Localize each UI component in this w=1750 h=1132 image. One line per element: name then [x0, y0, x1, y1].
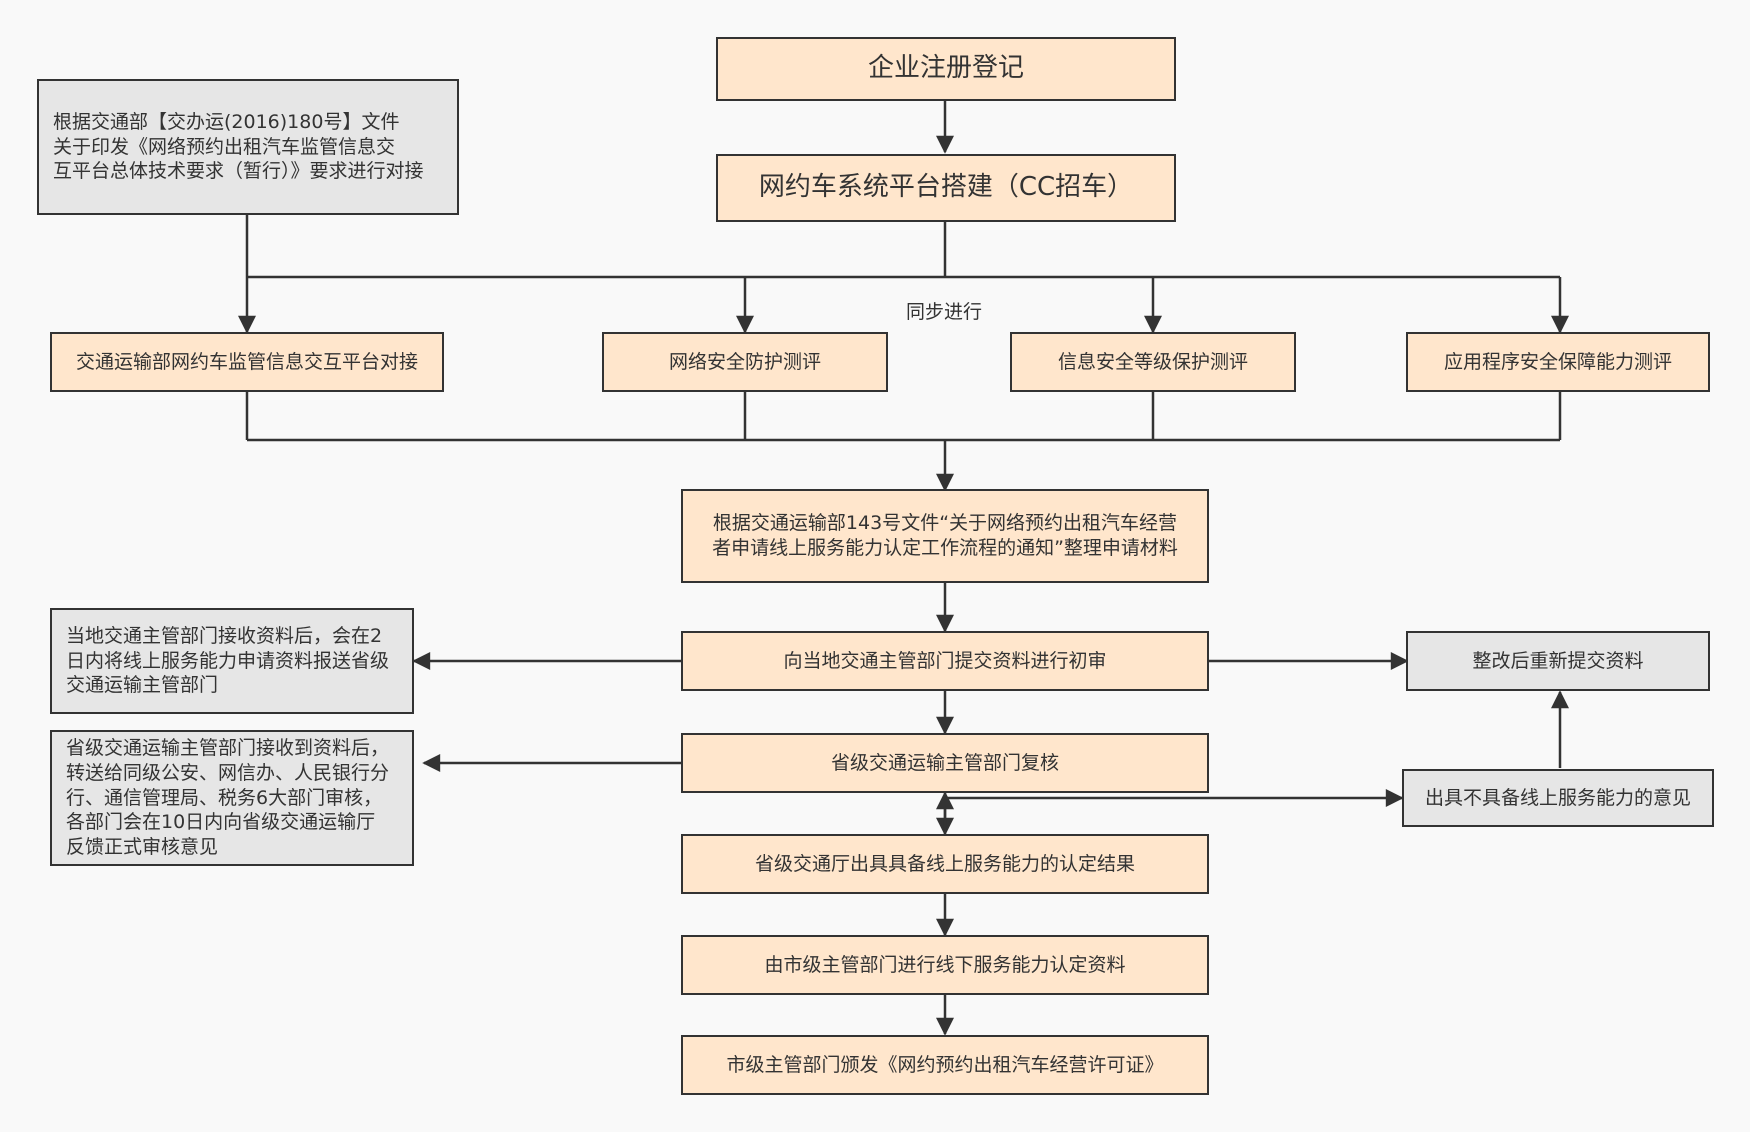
node-doc143: 根据交通运输部143号文件“关于网络预约出租汽车经营 者申请线上服务能力认定工作… — [681, 489, 1209, 583]
node-submit: 向当地交通主管部门提交资料进行初审 — [681, 631, 1209, 691]
node-not-capable: 出具不具备线上服务能力的意见 — [1402, 769, 1714, 827]
node-prov-note: 省级交通运输主管部门接收到资料后， 转送给同级公安、网信办、人民银行分 行、通信… — [50, 730, 414, 866]
node-local-note: 当地交通主管部门接收资料后，会在2 日内将线上服务能力申请资料报送省级 交通运输… — [50, 608, 414, 714]
node-p2: 网络安全防护测评 — [602, 332, 888, 392]
node-p1: 交通运输部网约车监管信息交互平台对接 — [50, 332, 444, 392]
node-p4: 应用程序安全保障能力测评 — [1406, 332, 1710, 392]
node-review: 省级交通运输主管部门复核 — [681, 733, 1209, 793]
node-city-offline: 由市级主管部门进行线下服务能力认定资料 — [681, 935, 1209, 995]
node-capable: 省级交通厅出具具备线上服务能力的认定结果 — [681, 834, 1209, 894]
label-sync: 同步进行 — [906, 301, 983, 323]
node-register: 企业注册登记 — [716, 37, 1176, 101]
node-license: 市级主管部门颁发《网约预约出租汽车经营许可证》 — [681, 1035, 1209, 1095]
node-doc180: 根据交通部【交办运(2016)180号】文件 关于印发《网络预约出租汽车监管信息… — [37, 79, 459, 215]
node-p3: 信息安全等级保护测评 — [1010, 332, 1296, 392]
node-resubmit: 整改后重新提交资料 — [1406, 631, 1710, 691]
node-platform: 网约车系统平台搭建（CC招车） — [716, 154, 1176, 222]
